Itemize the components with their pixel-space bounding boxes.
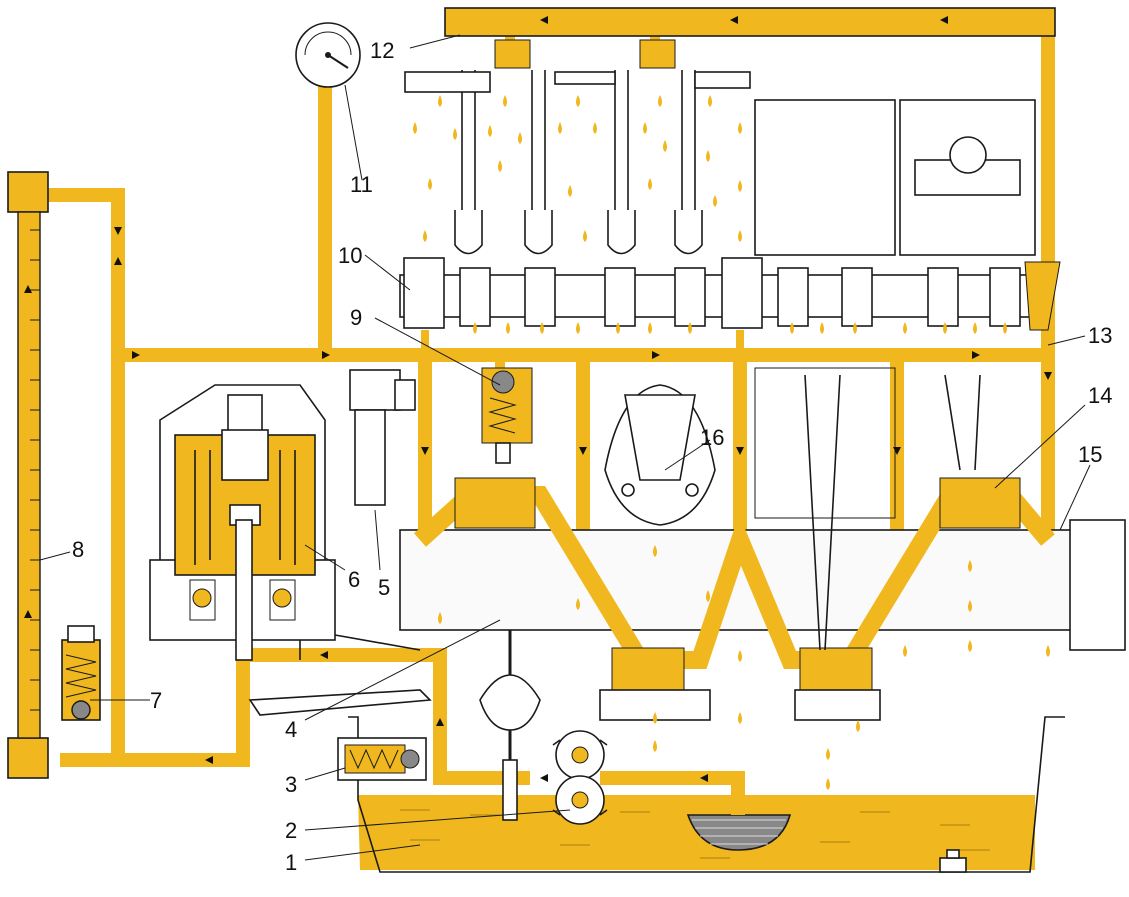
camshaft [399, 257, 1061, 331]
push-rods [454, 70, 703, 255]
valve-9 [481, 367, 533, 464]
label-10: 10 [338, 243, 362, 268]
leader-lines [39, 34, 1091, 861]
flow-arrows [24, 16, 1052, 782]
label-11: 11 [350, 172, 373, 197]
label-16: 16 [700, 425, 724, 450]
pressure-relief-valve [337, 737, 427, 781]
oil-drops [413, 95, 1050, 790]
oil-sump [348, 716, 1065, 873]
label-14: 14 [1088, 383, 1112, 408]
label-8: 8 [72, 537, 84, 562]
fuel-pump-drive [349, 369, 416, 506]
label-12: 12 [370, 38, 394, 63]
drain-line [299, 634, 421, 660]
label-5: 5 [378, 575, 390, 600]
rocker-shaft [404, 7, 1056, 93]
label-15: 15 [1078, 442, 1102, 467]
number-labels: 1 2 3 4 5 6 7 8 9 10 11 12 13 14 15 16 [72, 38, 1112, 875]
cylinder-head [754, 99, 1036, 256]
frame-column [7, 171, 101, 779]
distributor-drive [479, 580, 541, 821]
label-4: 4 [285, 717, 297, 742]
label-7: 7 [150, 688, 162, 713]
label-3: 3 [285, 772, 297, 797]
connecting-rod [754, 367, 981, 651]
pressure-gauge [295, 22, 361, 88]
label-2: 2 [285, 818, 297, 843]
oil-pump [552, 730, 608, 825]
label-13: 13 [1088, 323, 1112, 348]
label-1: 1 [285, 850, 297, 875]
crankshaft [399, 477, 1126, 721]
label-9: 9 [350, 305, 362, 330]
label-6: 6 [348, 567, 360, 592]
piston-16 [604, 384, 716, 526]
oil-filter [149, 384, 336, 661]
oil-strainer [686, 814, 792, 851]
